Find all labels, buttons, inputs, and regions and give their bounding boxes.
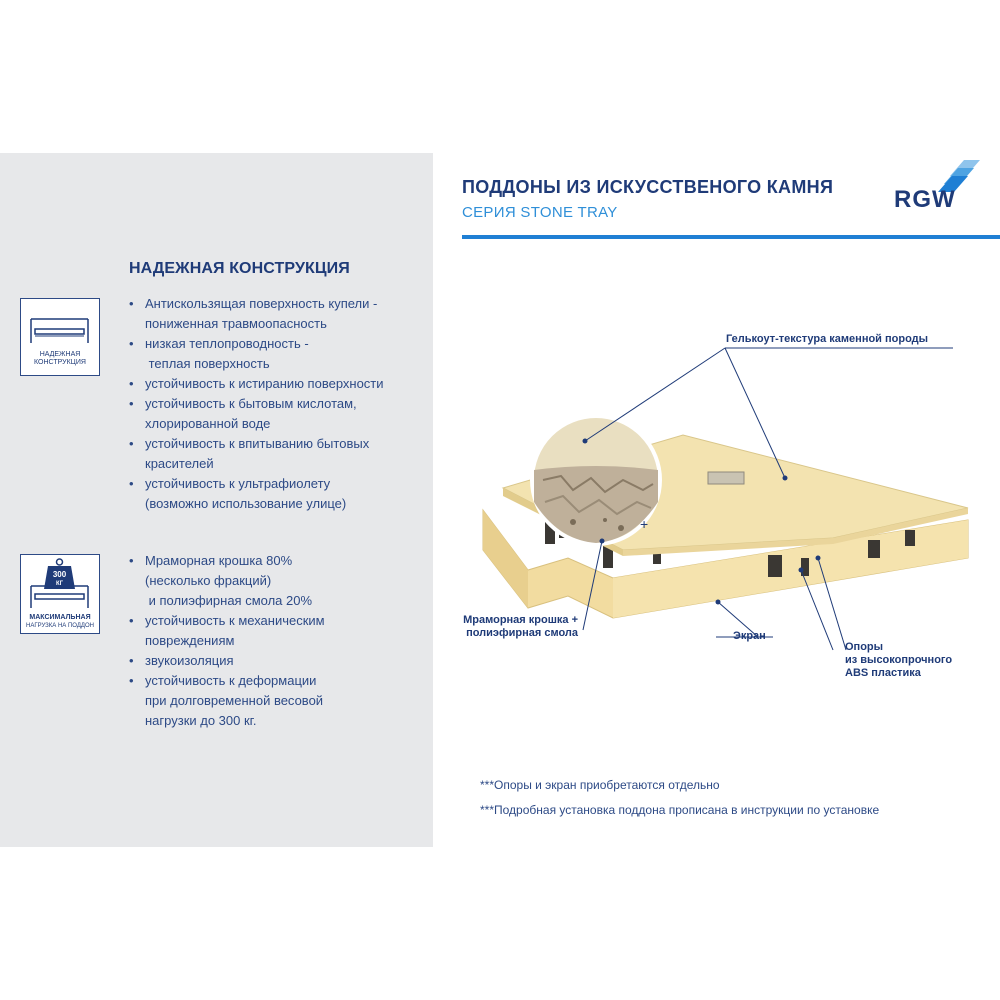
construction-badge: НАДЕЖНАЯ КОНСТРУКЦИЯ xyxy=(20,298,100,376)
list-item: низкая теплопроводность - теплая поверхн… xyxy=(129,334,384,374)
texture-magnifier xyxy=(530,414,662,546)
page-subtitle: СЕРИЯ STONE TRAY xyxy=(462,204,618,221)
drain-icon xyxy=(707,471,745,485)
section-title: НАДЕЖНАЯ КОНСТРУКЦИЯ xyxy=(129,260,350,277)
list-item: Мраморная крошка 80%(несколько фракций) … xyxy=(129,551,325,611)
list-item: Антискользящая поверхность купели -пониж… xyxy=(129,294,384,334)
note-1: ***Опоры и экран приобретаются отдельно xyxy=(480,778,720,792)
list-item: устойчивость к бытовым кислотам,хлориров… xyxy=(129,394,384,434)
callout-screen: Экран xyxy=(733,630,766,642)
shower-tray-diagram: + xyxy=(482,347,969,651)
header-divider xyxy=(462,235,1000,239)
callout-marble: Мраморная крошка + полиэфирная смола xyxy=(463,614,578,639)
logo-text: RGW xyxy=(894,186,956,213)
weight-unit: КГ xyxy=(56,581,64,587)
list-item: звукоизоляция xyxy=(129,651,325,671)
plus-mark: + xyxy=(640,516,648,532)
callout-supports: Опоры из высокопрочного ABS пластика xyxy=(845,641,953,679)
page-title: ПОДДОНЫ ИЗ ИСКУССТВЕНОГО КАМНЯ xyxy=(462,177,834,197)
max-load-badge: 300 КГ МАКСИМАЛЬНАЯ НАГРУЗКА НА ПОДДОН xyxy=(20,554,100,634)
badge-caption-2: КОНСТРУКЦИЯ xyxy=(34,359,86,366)
badge-caption-1: НАДЕЖНАЯ xyxy=(39,351,81,358)
features-list-1: Антискользящая поверхность купели -пониж… xyxy=(129,294,384,514)
list-item: устойчивость к истиранию поверхности xyxy=(129,374,384,394)
weight-value: 300 xyxy=(53,570,67,579)
list-item: устойчивость к ультрафиолету(возможно ис… xyxy=(129,474,384,514)
note-2: ***Подробная установка поддона прописана… xyxy=(480,803,880,817)
list-item: устойчивость к впитыванию бытовыхкрасите… xyxy=(129,434,384,474)
weight-load-icon: 300 КГ xyxy=(30,558,89,608)
rgw-logo-icon xyxy=(938,160,980,192)
callout-gelcoat: Гелькоут-текстура каменной породы xyxy=(726,333,929,345)
features-list-2: Мраморная крошка 80%(несколько фракций) … xyxy=(129,551,325,731)
tray-construction-icon xyxy=(30,318,89,343)
badge-caption-2: НАГРУЗКА НА ПОДДОН xyxy=(26,623,94,629)
badge-caption-1: МАКСИМАЛЬНАЯ xyxy=(29,614,91,621)
